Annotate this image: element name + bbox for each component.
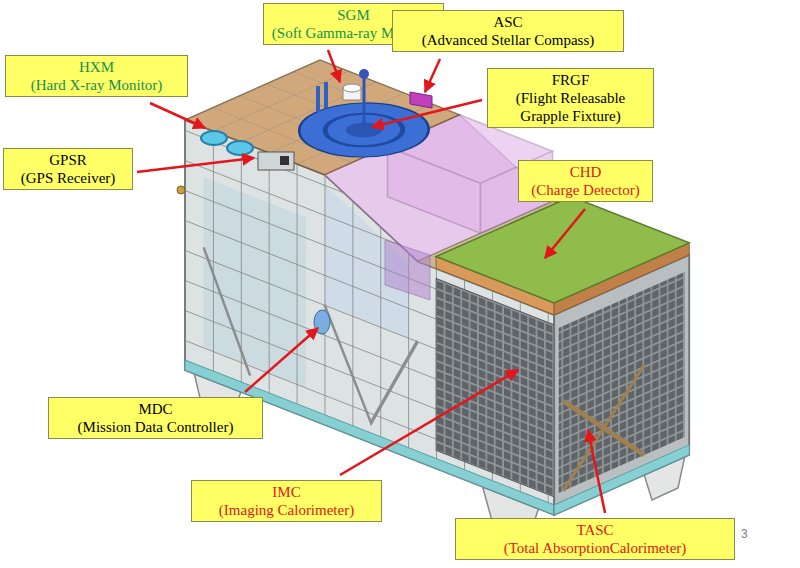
deck-plate <box>185 60 460 175</box>
label-box: FRGF(Flight Releasable Grapple Fixture) <box>487 68 654 128</box>
chd-top <box>436 197 689 303</box>
full-name: (Flight Releasable Grapple Fixture) <box>493 89 648 125</box>
page-number: 3 <box>741 527 748 541</box>
abbreviation: TASC <box>461 521 729 539</box>
gpsr-connector <box>280 156 289 165</box>
leader-arrow <box>150 103 205 128</box>
leader-arrow <box>588 430 605 513</box>
label-box: CHD(Charge Detector) <box>518 160 653 202</box>
full-name: (Mission Data Controller) <box>54 418 257 436</box>
leader-arrow <box>545 209 585 258</box>
leader-arrow <box>372 100 482 127</box>
full-name: (Total AbsorptionCalorimeter) <box>461 539 729 557</box>
leader-arrow <box>245 328 318 392</box>
abbreviation: IMC <box>197 483 376 501</box>
abbreviation: HXM <box>11 58 182 76</box>
frgf-ball <box>359 69 369 79</box>
leader-arrow <box>340 370 518 475</box>
full-name: (Advanced Stellar Compass) <box>398 31 618 49</box>
mounting-knob <box>177 186 185 194</box>
sgm-detector <box>324 82 328 108</box>
leader-arrow <box>425 59 440 92</box>
label-box: GPSR(GPS Receiver) <box>3 148 133 190</box>
calorimeter-cells <box>436 279 554 497</box>
sgm-cylinder-top <box>343 84 361 92</box>
full-name: (Charge Detector) <box>524 181 647 199</box>
sgm-detector <box>316 86 320 112</box>
asc-box <box>410 92 432 108</box>
abbreviation: MDC <box>54 400 257 418</box>
deck-grid <box>185 60 460 175</box>
base-plate <box>554 445 689 515</box>
hxm-detector <box>201 131 227 145</box>
label-box: MDC(Mission Data Controller) <box>48 397 263 439</box>
leader-arrow <box>137 158 254 172</box>
full-name: (Imaging Calorimeter) <box>197 501 376 519</box>
gpsr-unit <box>258 152 294 170</box>
label-box: ASC(Advanced Stellar Compass) <box>392 10 624 52</box>
hxm-detector <box>227 141 253 155</box>
abbreviation: ASC <box>398 13 618 31</box>
full-name: (GPS Receiver) <box>9 169 127 187</box>
label-box: TASC(Total AbsorptionCalorimeter) <box>455 518 735 560</box>
abbreviation: CHD <box>524 163 647 181</box>
abbreviation: FRGF <box>493 71 648 89</box>
label-box: HXM(Hard X-ray Monitor) <box>5 55 188 97</box>
label-box: IMC(Imaging Calorimeter) <box>191 480 382 522</box>
inner-box <box>385 240 430 300</box>
abbreviation: GPSR <box>9 151 127 169</box>
leader-arrow <box>328 50 340 82</box>
frgf-pin <box>363 78 366 130</box>
full-name: (Hard X-ray Monitor) <box>11 76 182 94</box>
